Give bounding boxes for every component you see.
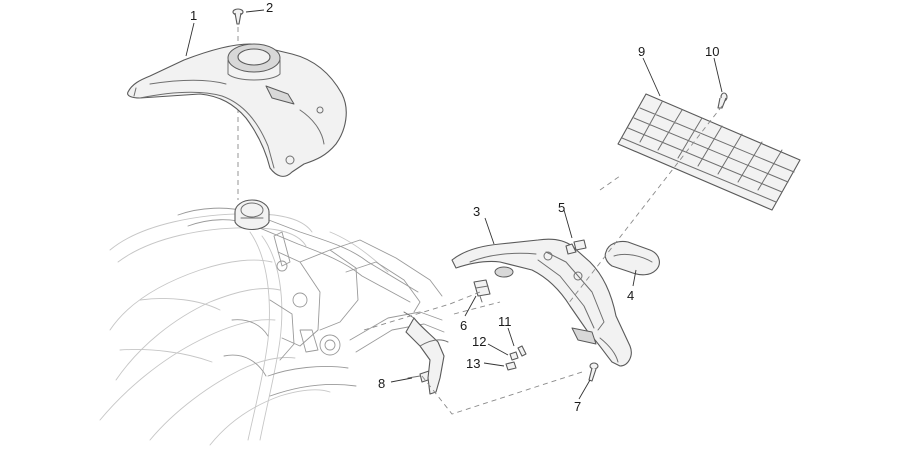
part-5-bolt: [565, 239, 587, 255]
part-2-screw: [232, 8, 244, 25]
part-11-fastener: [517, 345, 527, 357]
part-9-license-plate: [617, 93, 801, 211]
assembly-lines: [363, 105, 723, 415]
part-1-top-cover: [127, 43, 347, 177]
callout-1: 1: [190, 8, 197, 23]
callout-labels: 1 2 3 4 5 6 7 8 9 10 11 12 13: [190, 0, 719, 414]
callout-12: 12: [472, 334, 486, 349]
callout-7: 7: [574, 399, 581, 414]
callout-13: 13: [466, 356, 480, 371]
part-8-connector: [403, 311, 449, 395]
part-10-screw: [717, 92, 728, 109]
part-3-license-holder: [451, 238, 632, 367]
leader-lines: [185, 9, 723, 400]
callout-3: 3: [473, 204, 480, 219]
rear-body-structure: [177, 207, 445, 397]
callout-11: 11: [498, 314, 512, 329]
callout-5: 5: [558, 200, 565, 215]
callout-6: 6: [460, 318, 467, 333]
callout-8: 8: [378, 376, 385, 391]
fuel-cap: [234, 199, 270, 231]
callout-2: 2: [266, 0, 273, 15]
scooter-frame: [99, 213, 389, 446]
callout-9: 9: [638, 44, 645, 59]
callout-10: 10: [705, 44, 719, 59]
part-12-fastener: [509, 351, 519, 361]
callout-4: 4: [627, 288, 634, 303]
part-6-clip: [473, 279, 491, 303]
part-13-fastener: [505, 361, 517, 371]
part-7-screw: [588, 362, 599, 382]
part-4-reflector: [604, 240, 660, 276]
